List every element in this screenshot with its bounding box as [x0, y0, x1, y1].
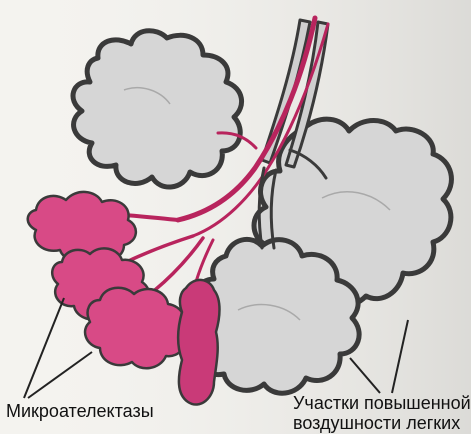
- atelectasis-lobule-d: [178, 280, 219, 405]
- hyperinflation-label-line-2: воздушности легких: [293, 413, 460, 433]
- hyperinflation-label-line-1: Участки повышенной: [293, 393, 471, 413]
- microatelectasis-label: Микроателектазы: [6, 401, 154, 421]
